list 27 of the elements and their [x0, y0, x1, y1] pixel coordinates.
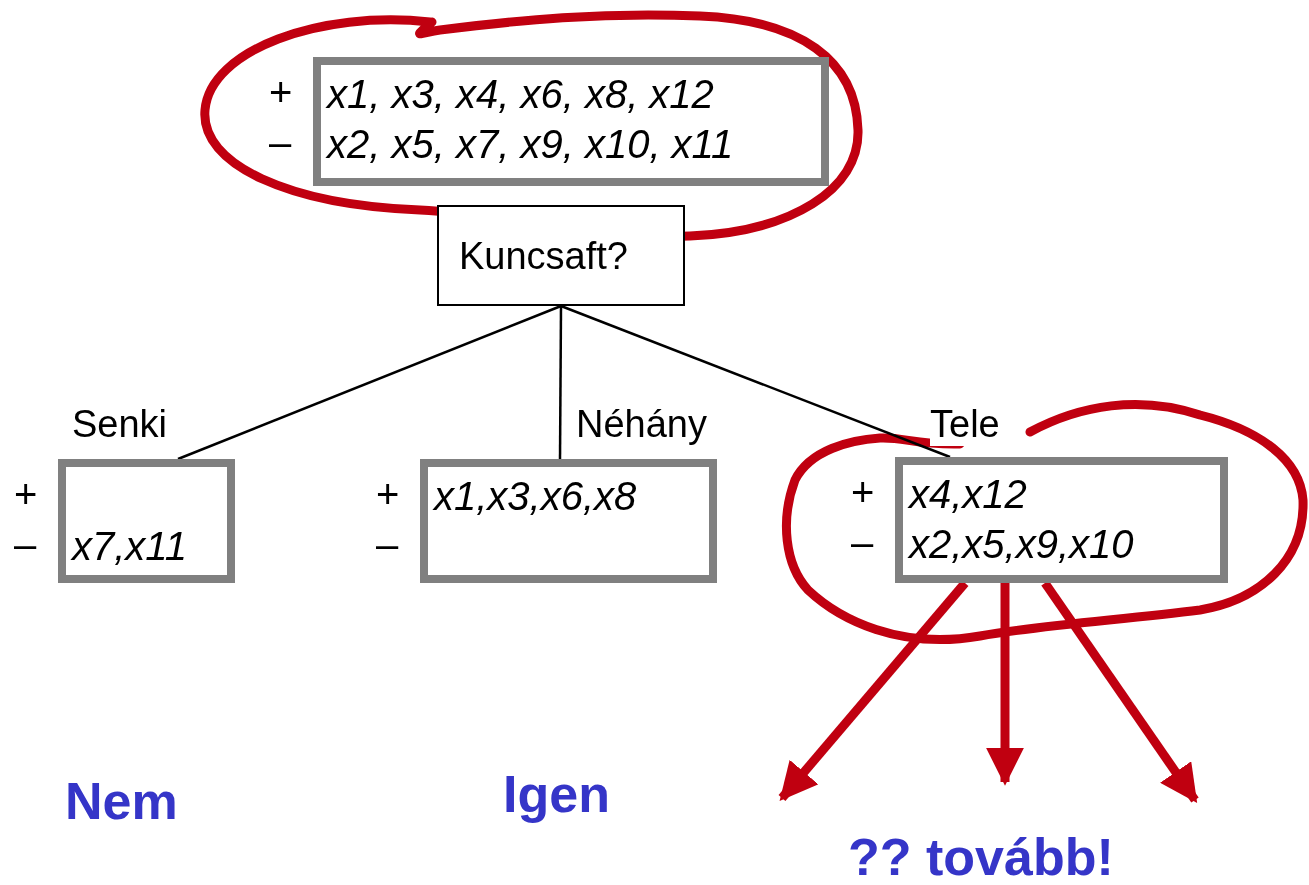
- branch-line: [558, 306, 563, 459]
- class-sign: +: [851, 469, 875, 515]
- example-set-box: [313, 57, 829, 186]
- arrow: [986, 583, 1024, 786]
- example-set-box: [895, 457, 1228, 583]
- answer-label: ?? tovább!: [848, 828, 1114, 885]
- example-set-box: [420, 459, 717, 583]
- branch-line: [560, 304, 951, 459]
- class-sign: +: [14, 471, 38, 517]
- class-sign: +: [376, 471, 400, 517]
- example-set-box: [58, 459, 235, 583]
- answer-label: Igen: [503, 765, 610, 823]
- attribute-box: [437, 205, 685, 306]
- example-list: x1, x3, x4, x6, x8, x12: [327, 71, 714, 117]
- example-list: x2, x5, x7, x9, x10, x11: [327, 121, 734, 167]
- class-sign: –: [376, 521, 399, 567]
- branch-line: [177, 304, 562, 461]
- example-list: x2,x5,x9,x10: [909, 521, 1134, 567]
- attribute-name: Kuncsaft?: [459, 234, 628, 278]
- class-sign: –: [851, 519, 874, 565]
- answer-label: Nem: [65, 772, 178, 830]
- class-sign: –: [14, 521, 37, 567]
- example-list: x4,x12: [909, 471, 1027, 517]
- class-sign: +: [269, 69, 293, 115]
- class-sign: –: [269, 119, 292, 165]
- example-list: x1,x3,x6,x8: [434, 473, 637, 519]
- example-list: x7,x11: [72, 523, 187, 569]
